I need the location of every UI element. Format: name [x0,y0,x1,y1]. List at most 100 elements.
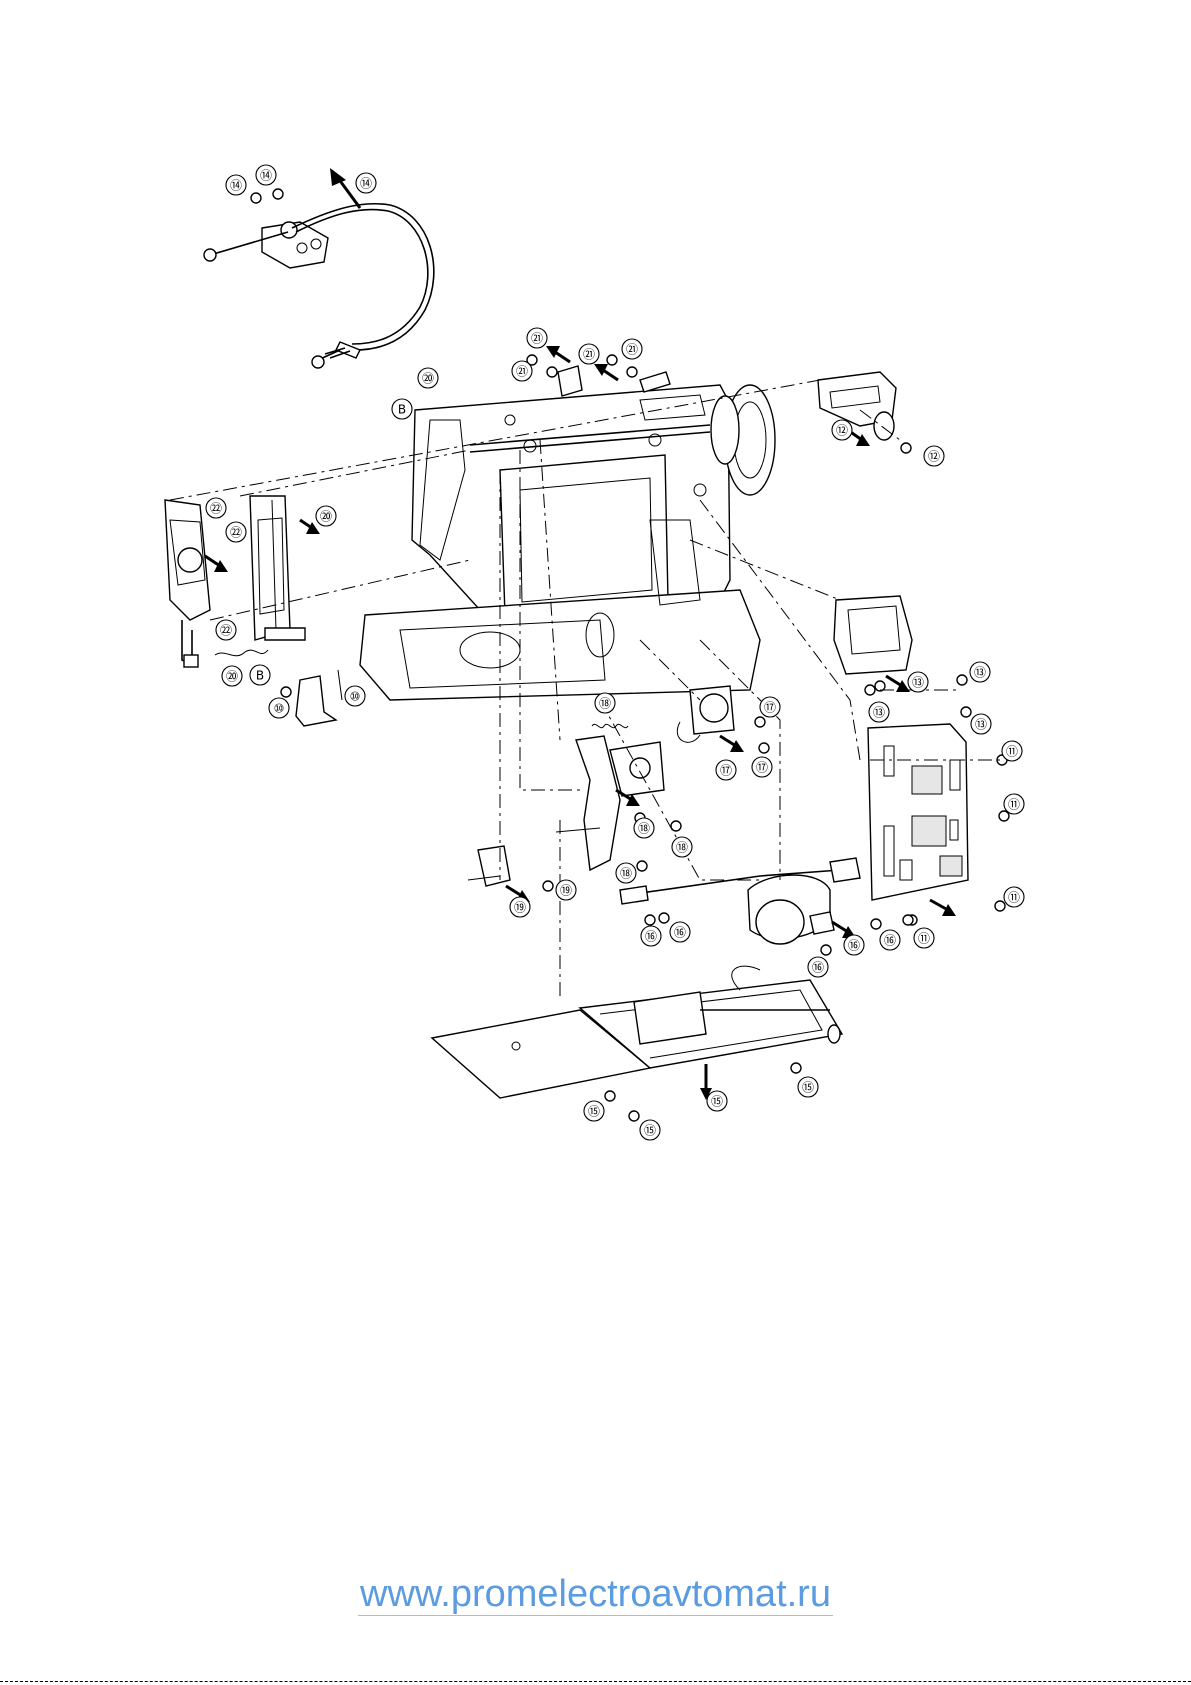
callout-text: ⑬ [873,706,885,720]
callout-text: ⑲ [514,901,526,915]
circuit-board-11 [868,724,1009,925]
callout-text: ⑰ [764,701,776,715]
callout-text: ㉒ [230,526,242,540]
callout-text: ⑩ [350,690,361,704]
bracket-parts-21 [527,355,670,396]
callout-text: ㉑ [531,332,543,346]
callout-label: ⑪ [1004,794,1024,814]
callout-text: ⑱ [599,697,611,711]
spring-18 [592,724,628,727]
callout-text: ⑳ [320,510,332,524]
main-frame [360,385,775,700]
watermark: www.promelectroavtomat.ru [0,1573,1191,1616]
bracket-part-19 [468,846,553,891]
callout-text: ⑯ [645,930,657,944]
motor-part-16 [620,858,913,955]
callout-label: ⑪ [1004,887,1024,907]
callout-text: ⑪ [1008,891,1020,905]
callout-label: ⑪ [914,928,934,948]
callout-label: ⑲ [510,897,530,917]
callout-label: ⑰ [760,697,780,717]
callout-text: ⑱ [676,841,688,855]
callout-text: ㉒ [220,624,232,638]
callout-label: ㉑ [579,344,599,364]
presser-foot-10 [281,670,342,726]
callout-label: ⑮ [707,1091,727,1111]
callout-text: ⑩ [274,702,285,716]
arrow-motor-17 [720,736,744,752]
callout-text: ㉑ [583,348,595,362]
callout-text: ⑮ [802,1081,814,1095]
callout-label: ⑬ [970,662,990,682]
callout-label: ⑰ [752,757,772,777]
callout-label: ⑩ [345,686,365,706]
callout-text: ⑬ [974,666,986,680]
callout-text: ⑯ [848,939,860,953]
callout-text: ㉑ [626,343,638,357]
callout-text: B [256,669,264,683]
callout-label: ⑰ [716,760,736,780]
callout-text: ⑪ [1008,798,1020,812]
callout-label: ㉑ [527,328,547,348]
arrow-bracket-right [594,364,618,380]
callout-text: ⑳ [226,670,238,684]
callout-text: ⑯ [884,934,896,948]
callout-text: ⑬ [912,676,924,690]
bracket-part-13 [834,596,971,717]
callout-label: B [250,665,270,685]
callout-text: ⑰ [756,761,768,775]
callout-text: ⑪ [1006,745,1018,759]
callout-label: ⑭ [256,165,276,185]
callout-label: ⑲ [556,880,576,900]
callout-label: ⑮ [584,1101,604,1121]
callout-label: ⑬ [908,672,928,692]
callout-label: ⑯ [641,926,661,946]
callout-text: ⑮ [588,1105,600,1119]
motor-part-17 [677,686,769,753]
callout-label: ⑱ [634,818,654,838]
callout-label: ㉒ [226,522,246,542]
watermark-text: www.promelectroavtomat.ru [358,1573,833,1616]
callout-label: B [392,399,412,419]
callout-text: ⑯ [674,926,686,940]
callout-label: ⑭ [226,175,246,195]
callout-text: ⑮ [644,1124,656,1138]
arrow-left-assembly-22 [205,556,228,572]
callout-label: ㉑ [622,339,642,359]
callout-label: ⑱ [616,863,636,883]
callout-label: ⑳ [316,506,336,526]
callout-text: ⑬ [975,718,987,732]
callout-text: B [398,403,406,417]
callout-text: ⑭ [230,179,242,193]
left-assembly-22 [165,500,210,667]
callout-text: ⑫ [928,450,940,464]
callout-label: ⑫ [924,446,944,466]
callout-label: ⑳ [222,666,242,686]
callout-label: ⑯ [880,930,900,950]
arm-part-18 [556,736,681,871]
callout-text: ⑯ [812,961,824,975]
callout-text: ⑳ [422,372,434,386]
callout-label: ⑯ [844,935,864,955]
callout-text: ⑲ [560,884,572,898]
callout-label: ⑳ [418,368,438,388]
callout-label: ⑬ [869,702,889,722]
callout-label: ⑭ [356,173,376,193]
callout-label: ⑯ [670,922,690,942]
base-plate-15 [432,966,842,1121]
arrow-circuit-board-11 [930,900,956,916]
callout-label: ⑩ [269,698,289,718]
callout-text: ⑪ [918,932,930,946]
cable-assembly [204,189,434,368]
arrow-bracket-left [546,346,570,362]
callout-text: ⑭ [260,169,272,183]
page-bottom-border [0,1681,1191,1682]
callout-label: ㉑ [512,361,532,381]
callout-text: ⑰ [720,764,732,778]
callout-label: ㉒ [216,620,236,640]
callout-text: ⑱ [638,822,650,836]
callout-label: ⑪ [1002,741,1022,761]
callout-text: ⑭ [360,177,372,191]
callout-text: ⑫ [836,424,848,438]
